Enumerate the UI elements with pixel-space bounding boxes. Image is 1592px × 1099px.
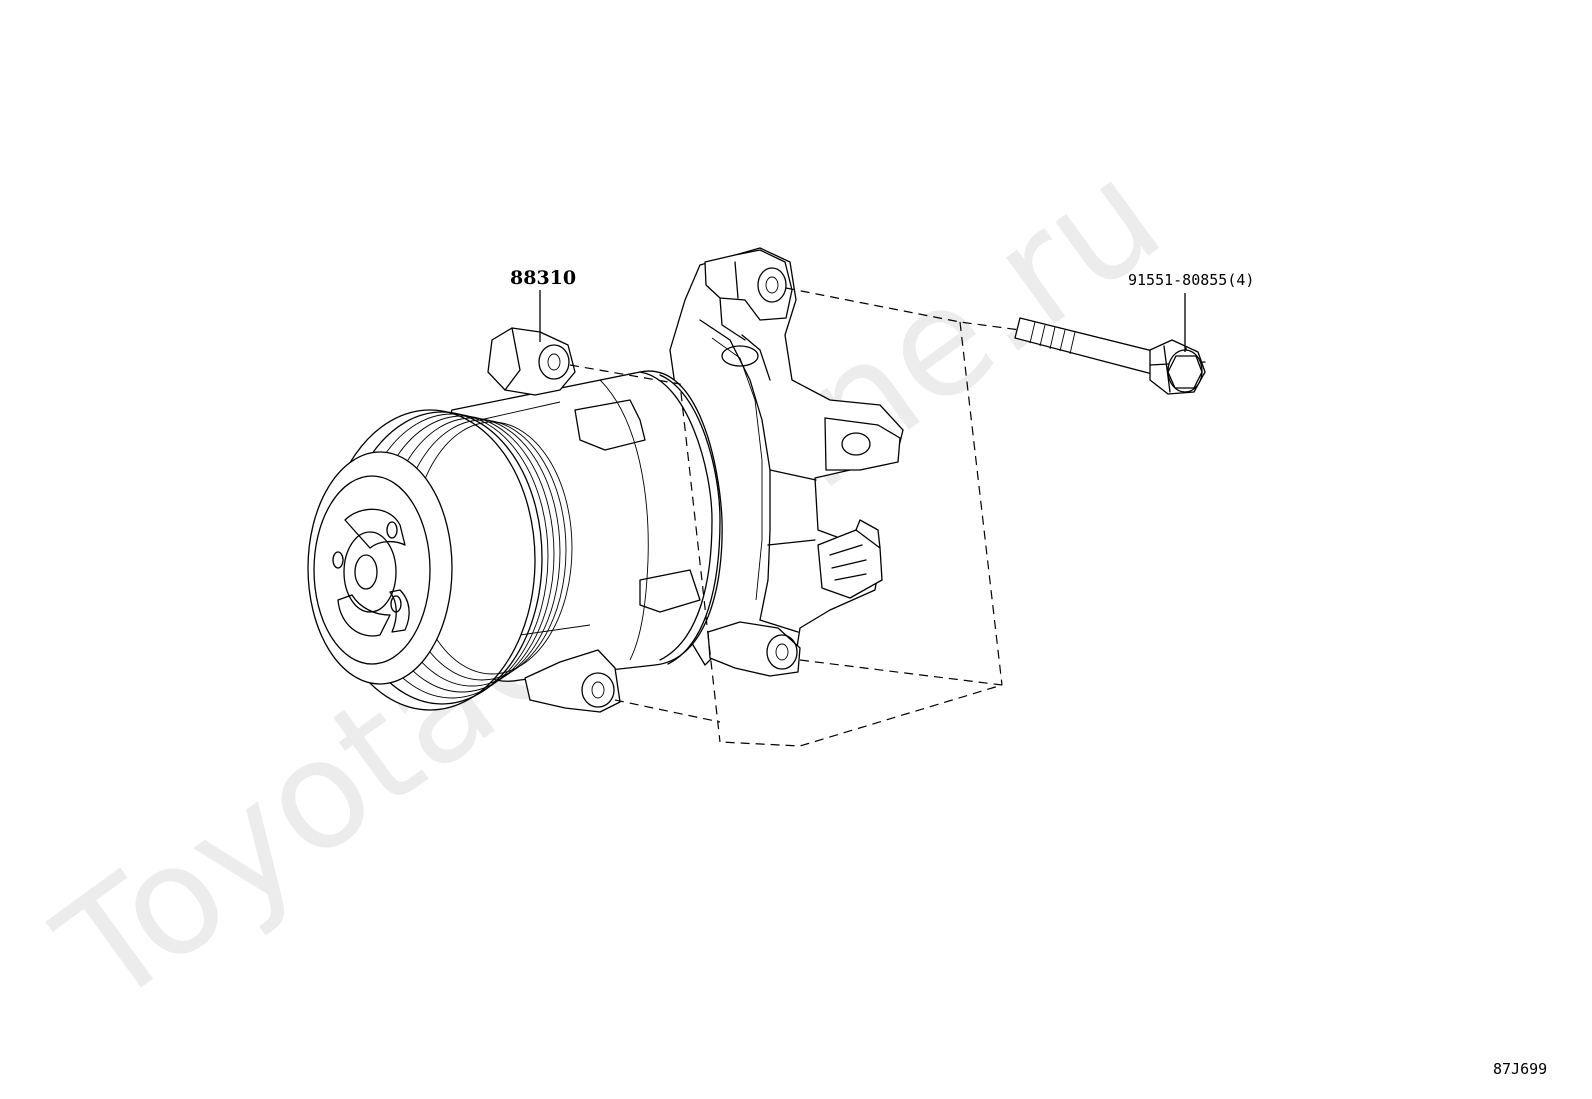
diagram-code: 87J699 [1493,1060,1547,1078]
bolt-illustration [1014,317,1206,395]
assembly-guide-lines [569,287,1021,747]
compressor-illustration [307,247,904,713]
compressor-part-number[interactable]: 88310 [510,267,576,289]
bolt-part-number[interactable]: 91551-80855(4) [1128,271,1254,289]
callout-compressor[interactable]: 88310 [510,267,576,342]
callout-bolt[interactable]: 91551-80855(4) [1128,271,1254,352]
